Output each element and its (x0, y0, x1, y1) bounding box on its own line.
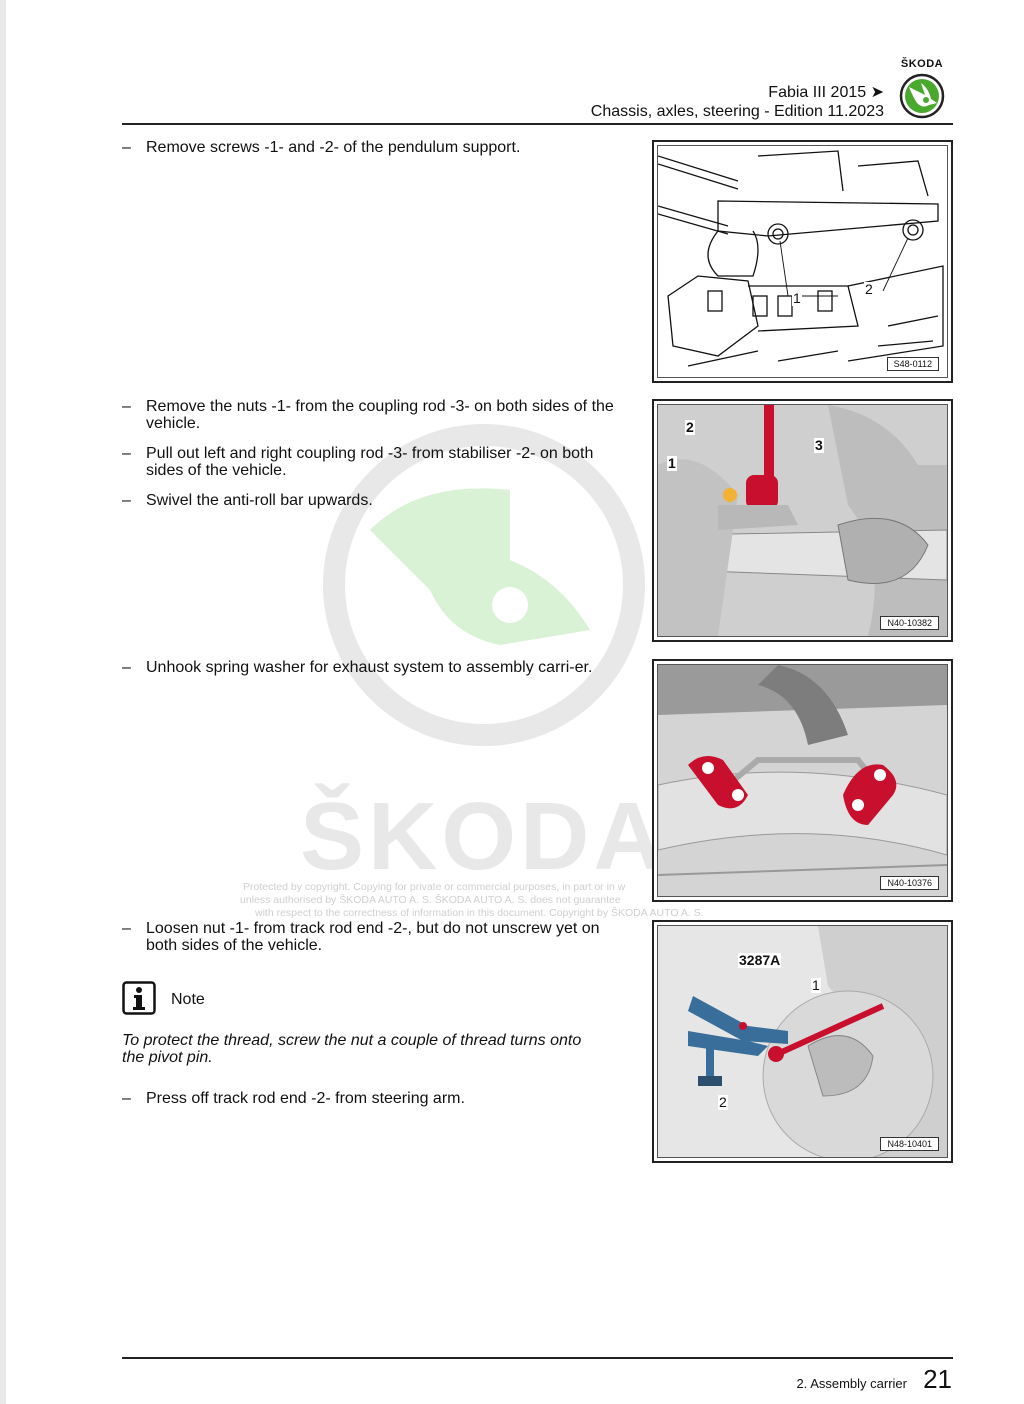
figure-code: N48-10401 (880, 1137, 939, 1151)
header-manual-title: Chassis, axles, steering - Edition 11.20… (590, 103, 884, 120)
figure-drawing: N40-10376 (657, 664, 948, 897)
watermark-wordmark: ŠKODA (300, 783, 667, 890)
step-dash: – (122, 1090, 131, 1107)
figure-drawing: 2 1 3 N40-10382 (657, 404, 948, 637)
watermark-arrow-icon (370, 488, 590, 645)
step-dash: – (122, 920, 131, 937)
step-text: Pull out left and right coupling rod -3-… (146, 445, 594, 479)
step-text: Loosen nut -1- from track rod end -2-, b… (146, 920, 600, 954)
figure-track-rod-end: 3287A 1 2 N48-10401 (652, 920, 953, 1163)
instruction-step: – Pull out left and right coupling rod -… (122, 445, 617, 479)
figure-drawing: 1 2 S48-0112 (657, 145, 948, 378)
step-text: Swivel the anti-roll bar upwards. (146, 492, 373, 509)
note-text: To protect the thread, screw the nut a c… (122, 1032, 582, 1066)
brand-wordmark: ŠKODA (900, 58, 944, 70)
note-title: Note (171, 991, 205, 1008)
figure-drawing: 3287A 1 2 N48-10401 (657, 925, 948, 1158)
step-dash: – (122, 139, 131, 156)
skoda-logo-icon (899, 73, 945, 119)
figure-code: N40-10382 (880, 616, 939, 630)
watermark-notice-line: unless authorised by ŠKODA AUTO A. S. ŠK… (240, 894, 621, 906)
step-dash: – (122, 445, 131, 462)
instruction-step: – Remove screws -1- and -2- of the pendu… (122, 139, 617, 156)
step-text: Unhook spring washer for exhaust system … (146, 659, 593, 676)
footer-rule (122, 1357, 953, 1359)
step-text: Remove screws -1- and -2- of the pendulu… (146, 139, 521, 156)
step-dash: – (122, 398, 131, 415)
figure-callout: 3 (814, 437, 824, 453)
instruction-step: – Unhook spring washer for exhaust syste… (122, 659, 617, 676)
step-dash: – (122, 492, 131, 509)
instruction-step: – Press off track rod end -2- from steer… (122, 1090, 617, 1107)
footer-section-title: 2. Assembly carrier (796, 1376, 907, 1391)
header-rule (122, 123, 953, 125)
figure-callout: 1 (811, 977, 821, 993)
figure-code: N40-10376 (880, 876, 939, 890)
instruction-step: – Loosen nut -1- from track rod end -2-,… (122, 920, 617, 954)
figure-callout: 2 (718, 1094, 728, 1110)
header-model: Fabia III 2015 ➤ (768, 84, 884, 101)
watermark-notice-line: with respect to the correctness of infor… (255, 907, 704, 919)
page-edge (0, 0, 6, 1404)
watermark-notice-line: Protected by copyright. Copying for priv… (243, 881, 626, 893)
pendulum-support-drawing (658, 150, 944, 367)
figure-callout: 3287A (738, 952, 782, 968)
figure-callout: 1 (792, 290, 802, 306)
exhaust-mount-drawing (658, 665, 947, 896)
figure-exhaust-mount: N40-10376 (652, 659, 953, 902)
instruction-step: – Remove the nuts -1- from the coupling … (122, 398, 617, 432)
figure-coupling-rod: 2 1 3 N40-10382 (652, 399, 953, 642)
step-text: Remove the nuts -1- from the coupling ro… (146, 398, 614, 432)
step-dash: – (122, 659, 131, 676)
figure-callout: 2 (864, 281, 874, 297)
coupling-rod-drawing (658, 405, 947, 636)
page-number: 21 (923, 1364, 952, 1394)
figure-callout: 1 (667, 455, 677, 471)
figure-callout: 2 (685, 419, 695, 435)
track-rod-end-drawing (658, 926, 947, 1157)
figure-pendulum-support: 1 2 S48-0112 (652, 140, 953, 383)
figure-code: S48-0112 (886, 357, 939, 371)
step-text: Press off track rod end -2- from steerin… (146, 1090, 465, 1107)
info-icon (122, 981, 156, 1015)
instruction-step: – Swivel the anti-roll bar upwards. (122, 492, 617, 509)
